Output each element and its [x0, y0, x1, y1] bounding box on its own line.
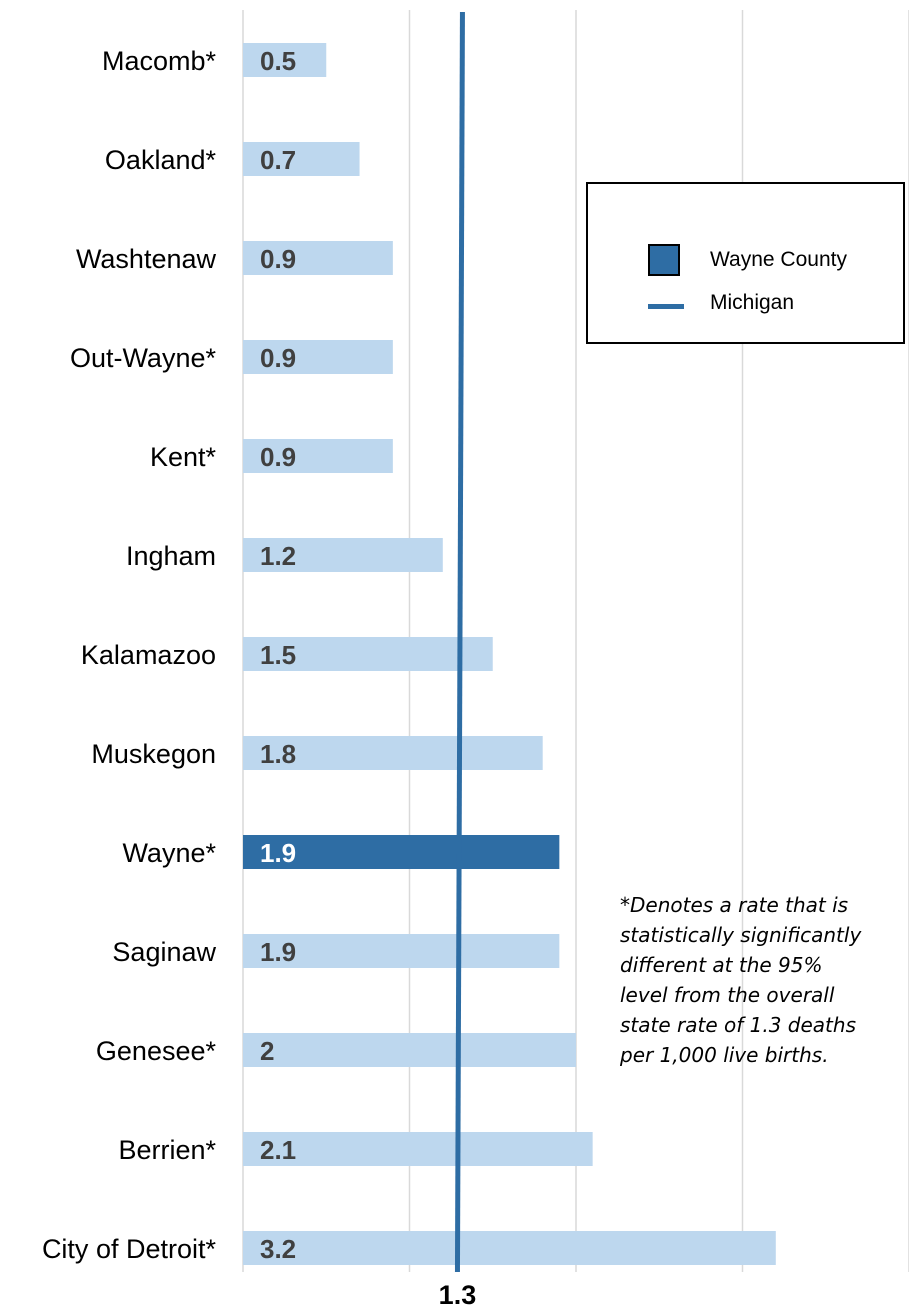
bar	[243, 439, 393, 473]
bar	[243, 835, 560, 869]
category-label: Saginaw	[112, 937, 216, 967]
value-label: 2.1	[260, 1135, 296, 1165]
bar	[243, 1033, 576, 1067]
category-label: Ingham	[126, 541, 216, 571]
value-label: 1.9	[260, 838, 296, 868]
reference-value-label: 1.3	[439, 1280, 477, 1310]
michigan-line	[454, 11, 465, 1273]
bar	[243, 340, 393, 374]
bar	[243, 934, 560, 968]
category-label: Wayne*	[122, 838, 216, 868]
value-label: 3.2	[260, 1234, 296, 1264]
bar	[243, 1132, 593, 1166]
bar	[243, 538, 443, 572]
legend: Wayne County Michigan	[586, 182, 905, 344]
category-label: Berrien*	[118, 1135, 216, 1165]
legend-line-michigan	[648, 304, 684, 309]
category-label: City of Detroit*	[42, 1234, 217, 1264]
bar	[243, 43, 327, 77]
category-label: Genesee*	[96, 1036, 217, 1066]
value-label: 1.2	[260, 541, 296, 571]
category-label: Kent*	[150, 442, 217, 472]
legend-label-wayne-county: Wayne County	[710, 248, 847, 271]
category-label: Out-Wayne*	[70, 343, 217, 373]
bars	[243, 43, 776, 1265]
bar	[243, 241, 393, 275]
value-label: 0.7	[260, 145, 296, 175]
value-label: 2	[260, 1036, 274, 1066]
value-label: 0.9	[260, 244, 296, 274]
value-label: 1.5	[260, 640, 296, 670]
category-label: Macomb*	[102, 46, 217, 76]
bar	[243, 1231, 776, 1265]
category-label: Washtenaw	[76, 244, 217, 274]
category-label: Oakland*	[105, 145, 217, 175]
legend-label-michigan: Michigan	[710, 291, 795, 314]
value-label: 0.9	[260, 442, 296, 472]
category-label: Muskegon	[91, 739, 216, 769]
value-label: 1.9	[260, 937, 296, 967]
bar	[243, 736, 543, 770]
michigan-reference-line	[454, 11, 465, 1273]
bar	[243, 142, 360, 176]
bar	[243, 637, 493, 671]
value-label: 1.8	[260, 739, 296, 769]
footnote-annotation: *Denotes a rate that is statistically si…	[620, 893, 862, 1067]
category-label: Kalamazoo	[81, 640, 216, 670]
value-label: 0.9	[260, 343, 296, 373]
value-label: 0.5	[260, 46, 296, 76]
legend-swatch-wayne-county	[648, 244, 680, 276]
